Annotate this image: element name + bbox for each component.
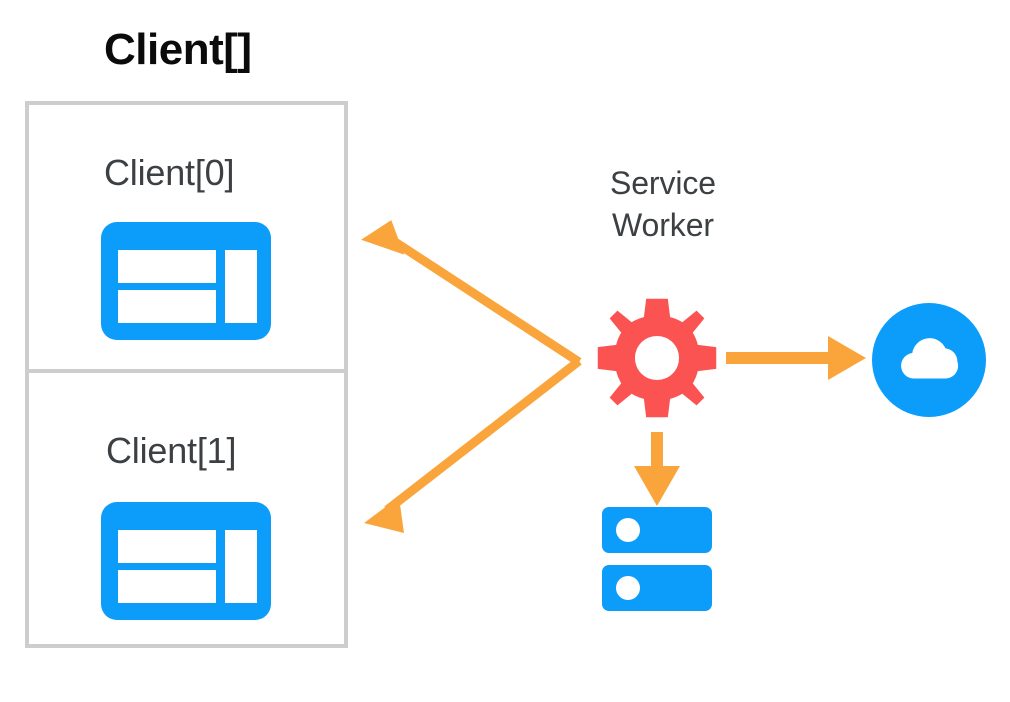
arrow-service-worker-to-client-0 <box>361 220 582 366</box>
database-icon <box>602 507 712 611</box>
database-row <box>602 507 712 553</box>
arrow-service-worker-to-storage <box>634 432 680 506</box>
browser-window-icon <box>101 222 271 340</box>
database-indicator-dot <box>616 576 640 600</box>
clients-group-title: Client[] <box>104 25 252 74</box>
browser-pane-bottom-left <box>118 290 216 323</box>
browser-window-icon <box>101 502 271 620</box>
browser-pane-top-left <box>118 250 216 283</box>
client-1-label: Client[1] <box>106 430 237 471</box>
database-indicator-dot <box>616 518 640 542</box>
browser-pane-top-left <box>118 530 216 563</box>
browser-pane-right <box>225 530 257 603</box>
cloud-icon <box>872 303 986 417</box>
clients-divider <box>25 369 348 373</box>
service-worker-label: Service Worker <box>583 162 743 246</box>
service-worker-label-line-1: Service <box>609 165 716 201</box>
client-0-label: Client[0] <box>104 152 235 193</box>
database-row <box>602 565 712 611</box>
browser-pane-bottom-left <box>118 570 216 603</box>
arrow-service-worker-to-client-1 <box>364 357 582 533</box>
gear-icon <box>594 295 720 421</box>
arrow-service-worker-to-network <box>726 336 866 380</box>
browser-pane-right <box>225 250 257 323</box>
service-worker-label-line-2: Worker <box>612 207 714 243</box>
